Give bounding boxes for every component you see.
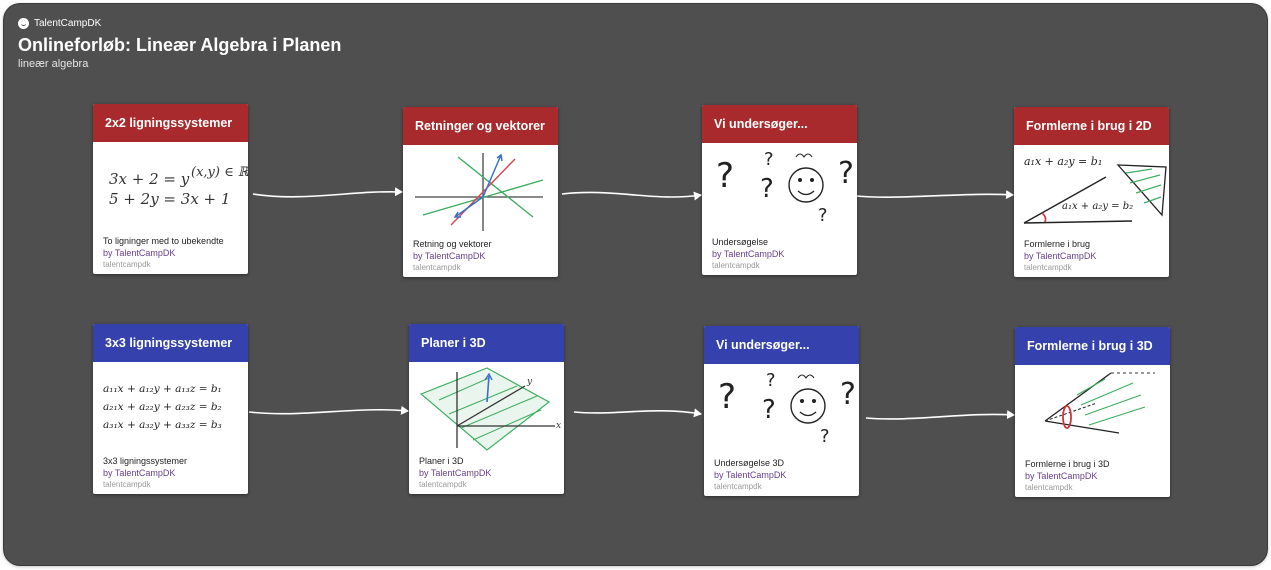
card-caption: To ligninger med to ubekendte [103, 236, 224, 246]
sketch-text: ? [762, 395, 776, 425]
card-channel: talentcampdk [712, 261, 760, 270]
plane-3d-sketch[interactable]: x y [409, 362, 564, 452]
card-channel: talentcampdk [103, 480, 151, 489]
connector-arrow [573, 408, 702, 418]
sketch-text: y [526, 377, 533, 387]
card-caption: Undersøgelse 3D [714, 458, 785, 468]
card-title[interactable]: Formlerne i brug i 3D [1015, 327, 1170, 365]
thinking-face-sketch[interactable]: ? ? ? ? ? [704, 364, 859, 454]
board-brand[interactable]: TalentCampDK [18, 18, 101, 29]
card-retninger-og-vektorer[interactable]: Retninger og vektorer Retning og vektore… [403, 107, 558, 277]
sketch-text: x [556, 421, 561, 431]
equations-3x3-sketch[interactable]: a₁₁x + a₁₂y + a₁₃z = b₁ a₂₁x + a₂₂y + a₂… [93, 362, 248, 452]
connector-arrow [248, 405, 409, 415]
equations-2x2-sketch[interactable]: 3x + 2 = y 5 + 2y = 3x + 1 (x,y) ∈ ℝ [93, 142, 248, 232]
smiley-logo-icon [18, 18, 29, 29]
board-subtitle: lineær algebra [18, 58, 89, 70]
card-channel: talentcampdk [1024, 263, 1072, 272]
sketch-text: ? [718, 377, 736, 417]
connector-arrow [561, 191, 702, 201]
sketch-text: ? [760, 174, 774, 204]
card-caption: 3x3 ligningssystemer [103, 456, 188, 466]
card-vi-undersoeger-1[interactable]: Vi undersøger... ? ? ? ? ? Undersøgelse … [702, 105, 857, 275]
sketch-text: ? [766, 370, 776, 391]
sketch-text: (x,y) ∈ ℝ [191, 165, 248, 180]
card-title[interactable]: Vi undersøger... [704, 326, 859, 364]
thinking-face-sketch[interactable]: ? ? ? ? ? [702, 143, 857, 233]
sketch-text: a₁x + a₂y = b₂ [1062, 201, 1133, 212]
card-author-link[interactable]: by TalentCampDK [419, 468, 492, 478]
card-vi-undersoeger-2[interactable]: Vi undersøger... ? ? ? ? ? Undersøgelse … [704, 326, 859, 496]
card-channel: talentcampdk [714, 482, 762, 491]
padlet-board: TalentCampDK Onlineforløb: Lineær Algebr… [4, 4, 1267, 565]
sketch-text: ? [840, 377, 856, 412]
card-channel: talentcampdk [1025, 483, 1073, 492]
card-author-link[interactable]: by TalentCampDK [1025, 471, 1098, 481]
card-2x2-ligningssystemer[interactable]: 2x2 ligningssystemer 3x + 2 = y 5 + 2y =… [93, 104, 248, 274]
formula-2d-sketch[interactable]: a₁x + a₂y = b₁ a₁x + a₂y = b₂ [1014, 145, 1169, 235]
card-author-link[interactable]: by TalentCampDK [103, 248, 176, 258]
card-title[interactable]: Formlerne i brug i 2D [1014, 107, 1169, 145]
sketch-text: a₃₁x + a₃₂y + a₃₃z = b₃ [103, 419, 222, 431]
card-caption: Undersøgelse [712, 237, 769, 247]
sketch-text: ? [820, 426, 830, 447]
card-title[interactable]: 3x3 ligningssystemer [93, 324, 248, 362]
connector-arrow [252, 187, 403, 198]
card-channel: talentcampdk [419, 480, 467, 489]
card-author-link[interactable]: by TalentCampDK [1024, 251, 1097, 261]
board-title: Onlineforløb: Lineær Algebra i Planen [18, 35, 342, 55]
card-channel: talentcampdk [413, 263, 461, 272]
cone-3d-sketch[interactable] [1015, 365, 1170, 455]
sketch-text: ? [764, 149, 774, 170]
sketch-text: ? [716, 156, 734, 196]
card-title[interactable]: Vi undersøger... [702, 105, 857, 143]
card-3x3-ligningssystemer[interactable]: 3x3 ligningssystemer a₁₁x + a₁₂y + a₁₃z … [93, 324, 248, 494]
sketch-text: a₁₁x + a₁₂y + a₁₃z = b₁ [103, 383, 222, 395]
card-author-link[interactable]: by TalentCampDK [103, 468, 176, 478]
card-caption: Formlerne i brug i 3D [1025, 459, 1110, 469]
card-planer-i-3d[interactable]: Planer i 3D x y Planer i 3D by TalentCam… [409, 324, 564, 494]
card-formlerne-i-brug-3d[interactable]: Formlerne i brug i 3D Formlerne i brug i… [1015, 327, 1170, 497]
card-formlerne-i-brug-2d[interactable]: Formlerne i brug i 2D a₁x + a₂y = b₁ a₁x… [1014, 107, 1169, 277]
card-title[interactable]: Planer i 3D [409, 324, 564, 362]
sketch-text: 3x + 2 = y [109, 170, 190, 188]
vectors-plane-sketch[interactable] [403, 145, 558, 235]
card-caption: Retning og vektorer [413, 239, 492, 249]
card-channel: talentcampdk [103, 260, 151, 269]
sketch-text: ? [818, 205, 828, 226]
card-caption: Formlerne i brug [1024, 239, 1091, 249]
card-author-link[interactable]: by TalentCampDK [712, 249, 785, 259]
connector-arrow [855, 190, 1014, 200]
card-caption: Planer i 3D [419, 456, 464, 466]
card-author-link[interactable]: by TalentCampDK [413, 251, 486, 261]
card-author-link[interactable]: by TalentCampDK [714, 470, 787, 480]
connector-layer [248, 187, 1015, 420]
card-title[interactable]: 2x2 ligningssystemer [93, 104, 248, 142]
card-title[interactable]: Retninger og vektorer [403, 107, 558, 145]
sketch-text: ? [838, 156, 854, 191]
connector-arrow [865, 410, 1015, 420]
sketch-text: a₂₁x + a₂₂y + a₂₃z = b₂ [103, 401, 222, 413]
brand-name[interactable]: TalentCampDK [34, 18, 102, 29]
sketch-text: a₁x + a₂y = b₁ [1024, 155, 1102, 168]
sketch-text: 5 + 2y = 3x + 1 [109, 190, 230, 208]
